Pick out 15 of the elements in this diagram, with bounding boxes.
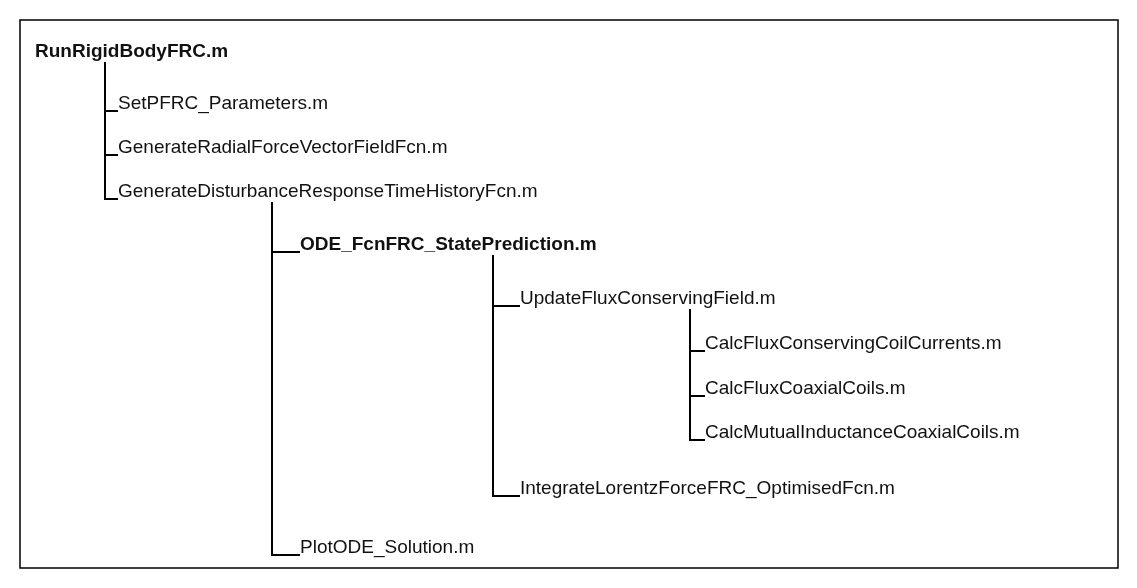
file-name: ODE_FcnFRC_StatePrediction.m: [300, 233, 597, 255]
file-name: CalcFluxConservingCoilCurrents.m: [705, 332, 1002, 354]
file-name: CalcMutualInductanceCoaxialCoils.m: [705, 421, 1020, 443]
file-name: RunRigidBodyFRC.m: [35, 40, 229, 62]
file-name: IntegrateLorentzForceFRC_OptimisedFcn.m: [520, 477, 895, 499]
tree-connector: [689, 308, 706, 441]
tree-connector: [104, 61, 119, 200]
file-name: SetPFRC_Parameters.m: [118, 92, 329, 114]
file-name: GenerateDisturbanceResponseTimeHistoryFcn.m: [118, 180, 538, 202]
tree-connector: [492, 254, 521, 497]
file-name: PlotODE_Solution.m: [300, 536, 475, 558]
tree-connector: [271, 201, 301, 556]
file-name: GenerateRadialForceVectorFieldFcn.m: [118, 136, 448, 158]
file-name: CalcFluxCoaxialCoils.m: [705, 377, 906, 399]
file-name: UpdateFluxConservingField.m: [520, 287, 776, 309]
